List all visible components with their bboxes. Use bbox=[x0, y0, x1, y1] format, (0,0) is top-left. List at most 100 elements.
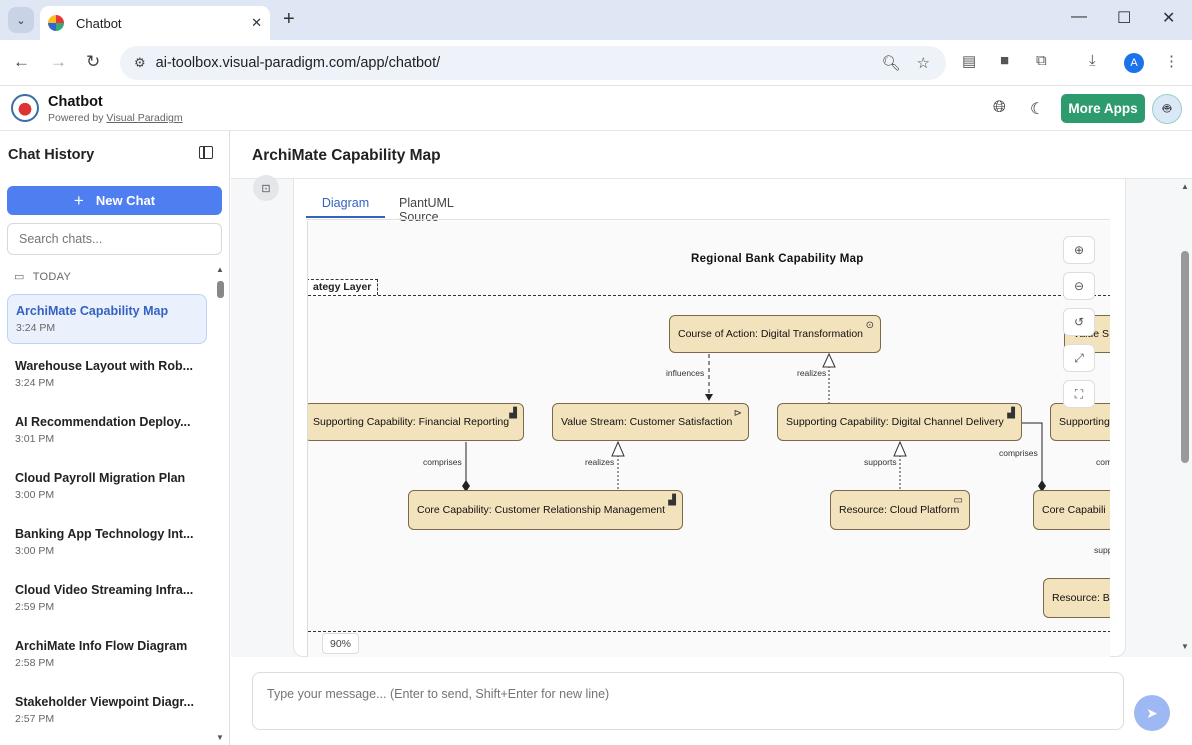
calendar-icon: ▭ bbox=[14, 271, 25, 283]
diagram-node[interactable]: Supporting Capability: Financial Reporti… bbox=[308, 403, 524, 441]
chat-item-title: Banking App Technology Int... bbox=[15, 527, 194, 541]
fit-view-icon[interactable]: ⤢ bbox=[1063, 344, 1095, 372]
scroll-up-icon[interactable]: ▲ bbox=[1181, 182, 1189, 191]
chat-item-title: Stakeholder Viewpoint Diagr... bbox=[15, 695, 194, 709]
profile-avatar[interactable]: A bbox=[1124, 53, 1144, 73]
scrollbar-thumb[interactable] bbox=[217, 281, 224, 298]
extension-chat-icon[interactable]: ■ bbox=[1000, 52, 1010, 69]
scroll-up-icon[interactable]: ▲ bbox=[216, 265, 224, 274]
chat-item[interactable]: ArchiMate Capability Map 3:24 PM bbox=[7, 294, 207, 344]
scrollbar-thumb[interactable] bbox=[1181, 251, 1189, 463]
chat-item-time: 3:00 PM bbox=[15, 545, 55, 557]
chat-item[interactable]: Warehouse Layout with Rob... 3:24 PM bbox=[7, 350, 207, 400]
diagram-node[interactable]: Supporting bbox=[1050, 403, 1110, 441]
chat-item[interactable]: AI Recommendation Deploy... 3:01 PM bbox=[7, 406, 207, 456]
url-text[interactable]: ai-toolbox.visual-paradigm.com/app/chatb… bbox=[155, 55, 441, 71]
address-toolbar: ← → ↻ ⚙ ai-toolbox.visual-paradigm.com/a… bbox=[0, 40, 1192, 86]
scroll-down-icon[interactable]: ▼ bbox=[1181, 642, 1189, 651]
chat-item[interactable]: Cloud Payroll Migration Plan 3:00 PM bbox=[7, 462, 207, 512]
diagram-node[interactable]: Core Capability: Customer Relationship M… bbox=[408, 490, 683, 530]
bookmark-star-icon[interactable]: ☆ bbox=[916, 55, 930, 72]
download-icon[interactable]: ⤓ bbox=[1089, 52, 1096, 69]
resource-icon: ▭ bbox=[953, 495, 963, 506]
app-header: Chatbot Powered by Visual Paradigm 🌐︎ ☾ … bbox=[0, 87, 1192, 131]
tab-plantuml-source[interactable]: PlantUML Source bbox=[399, 196, 454, 224]
layer-boundary-bottom bbox=[308, 631, 1110, 632]
chat-item[interactable]: Stakeholder Viewpoint Diagr... 2:57 PM bbox=[7, 686, 207, 736]
app-logo-icon bbox=[11, 94, 39, 122]
zoom-in-icon[interactable]: ⊕ bbox=[1063, 236, 1095, 264]
dark-mode-icon[interactable]: ☾ bbox=[1030, 101, 1045, 118]
reload-icon[interactable]: ↻ bbox=[86, 52, 101, 71]
influences-arrow bbox=[705, 394, 713, 401]
extension-doc-icon[interactable]: ▤ bbox=[962, 53, 977, 70]
diagram-node[interactable]: Resource: Cloud Platform▭ bbox=[830, 490, 970, 530]
diagram-canvas[interactable]: Regional Bank Capability Map ategy Layer… bbox=[307, 221, 1110, 657]
diagram-node[interactable]: Supporting Capability: Digital Channel D… bbox=[777, 403, 1022, 441]
chat-item[interactable]: Cloud Video Streaming Infra... 2:59 PM bbox=[7, 574, 207, 624]
relation-label: comprises bbox=[423, 457, 462, 467]
extensions-puzzle-icon[interactable]: ⧉ bbox=[1036, 52, 1047, 69]
diagram-node[interactable]: Resource: B bbox=[1043, 578, 1110, 618]
supports-arrow bbox=[893, 440, 907, 457]
relation-label: supp bbox=[1094, 545, 1110, 555]
layer-boundary-top bbox=[308, 295, 1110, 296]
forward-icon[interactable]: → bbox=[50, 52, 67, 71]
relation-label: influences bbox=[666, 368, 705, 378]
send-icon[interactable]: ➤ bbox=[1134, 695, 1170, 731]
comprises-diamond-2 bbox=[1038, 480, 1046, 492]
minimize-icon[interactable]: — bbox=[1071, 8, 1087, 25]
sidebar-title: Chat History bbox=[8, 147, 95, 163]
close-tab-icon[interactable]: ✕ bbox=[251, 15, 262, 30]
chat-item-time: 2:59 PM bbox=[15, 601, 55, 613]
new-tab-icon[interactable]: + bbox=[283, 8, 295, 30]
zoom-out-icon[interactable]: ⊖ bbox=[1063, 272, 1095, 300]
omnibox[interactable]: ⚙ ai-toolbox.visual-paradigm.com/app/cha… bbox=[120, 46, 946, 80]
more-apps-button[interactable]: More Apps bbox=[1061, 94, 1145, 123]
sidebar-toggle-icon[interactable] bbox=[199, 146, 213, 159]
diagram-node[interactable]: Value Stream: Customer Satisfaction⊳ bbox=[552, 403, 749, 441]
back-icon[interactable]: ← bbox=[13, 52, 30, 71]
chat-item[interactable]: Banking App Technology Int... 3:00 PM bbox=[7, 518, 207, 568]
search-chats-input[interactable] bbox=[7, 223, 222, 255]
tab-search-dropdown-icon[interactable]: ⌄ bbox=[8, 7, 34, 33]
zoom-level: 90% bbox=[322, 633, 359, 654]
chat-item-time: 3:01 PM bbox=[15, 433, 55, 445]
browser-tabstrip: ⌄ Chatbot ✕ + — ☐ ✕ bbox=[0, 0, 1192, 40]
sidebar-scrollbar[interactable]: ▲ ▼ bbox=[216, 265, 226, 743]
chat-item-title: ArchiMate Info Flow Diagram bbox=[15, 639, 188, 653]
capability-icon: ▟ bbox=[1007, 408, 1015, 419]
chat-item[interactable]: ArchiMate Info Flow Diagram 2:58 PM bbox=[7, 630, 207, 680]
layer-label: ategy Layer bbox=[308, 279, 379, 295]
chatbot-avatar-icon[interactable]: 🤖︎ bbox=[1152, 94, 1182, 124]
comprises-line-2 bbox=[1022, 422, 1043, 485]
fullscreen-icon[interactable]: ⛶ bbox=[1063, 380, 1095, 408]
powered-link[interactable]: Visual Paradigm bbox=[106, 112, 183, 124]
divider bbox=[231, 178, 1192, 179]
site-info-icon[interactable]: ⚙ bbox=[134, 55, 146, 70]
main-scrollbar[interactable]: ▲ ▼ bbox=[1178, 179, 1192, 657]
chat-item-title: AI Recommendation Deploy... bbox=[15, 415, 191, 429]
diagram-node[interactable]: Core Capabili bbox=[1033, 490, 1110, 530]
message-input[interactable] bbox=[252, 672, 1124, 730]
tab-diagram[interactable]: Diagram bbox=[306, 190, 385, 218]
browser-tab[interactable]: Chatbot ✕ bbox=[40, 6, 270, 40]
zoom-icon[interactable]: 🔍︎ bbox=[881, 55, 901, 72]
relation-label: realizes bbox=[797, 368, 827, 378]
chat-item-title: ArchiMate Capability Map bbox=[16, 304, 169, 318]
chat-item-time: 2:57 PM bbox=[15, 713, 55, 725]
value-stream-icon: ⊳ bbox=[733, 408, 742, 419]
browser-menu-icon[interactable]: ⋮ bbox=[1164, 53, 1179, 70]
new-chat-button[interactable]: + New Chat bbox=[7, 186, 222, 215]
tabs-divider bbox=[306, 219, 1110, 220]
chat-item-time: 2:58 PM bbox=[15, 657, 55, 669]
relation-label: comprises bbox=[999, 448, 1038, 458]
globe-icon[interactable]: 🌐︎ bbox=[993, 99, 1006, 116]
chat-item-title: Warehouse Layout with Rob... bbox=[15, 359, 194, 373]
diagram-node[interactable]: Course of Action: Digital Transformation… bbox=[669, 315, 881, 353]
close-window-icon[interactable]: ✕ bbox=[1162, 10, 1176, 27]
scroll-down-icon[interactable]: ▼ bbox=[216, 733, 224, 742]
reset-view-icon[interactable]: ↺ bbox=[1063, 308, 1095, 336]
relation-label: com bbox=[1096, 457, 1110, 467]
maximize-icon[interactable]: ☐ bbox=[1117, 10, 1132, 27]
